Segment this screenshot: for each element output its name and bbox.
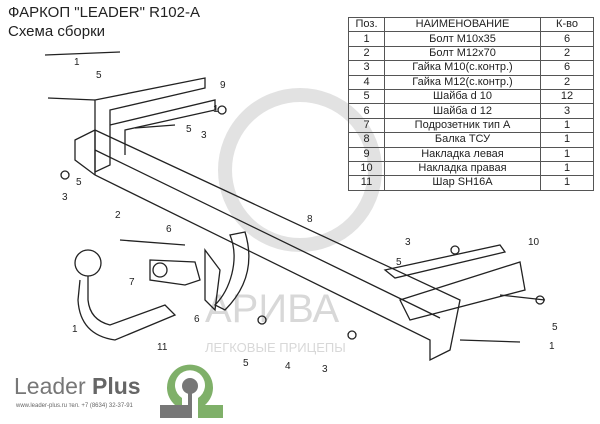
callout: 1 bbox=[74, 57, 80, 68]
name-cell: Болт М10х35 bbox=[384, 31, 541, 47]
callout: 2 bbox=[115, 210, 121, 221]
name-cell: Подрозетник тип А bbox=[384, 117, 541, 134]
column-header: НАИМЕНОВАНИЕ bbox=[384, 16, 541, 33]
name-cell: Гайка М12(с.контр.) bbox=[384, 74, 541, 90]
quantity-cell: 1 bbox=[540, 132, 594, 148]
title-text: ФАРКОП "LEADER" R102-A bbox=[8, 4, 200, 21]
quantity-cell: 12 bbox=[540, 88, 594, 105]
contact-info: www.leader-plus.ru тел. +7 (8634) 32-37-… bbox=[16, 403, 133, 409]
leader-plus-logo-mark bbox=[160, 364, 223, 418]
callout-labels: 1 5 9 5 1 3 5 3 8 2 6 7 11 10 3 5 5 1 4 … bbox=[62, 57, 558, 375]
diagram-title: ФАРКОП "LEADER" R102-A Схема сборки bbox=[8, 3, 200, 41]
callout: 5 bbox=[552, 322, 558, 333]
quantity-cell: 6 bbox=[540, 60, 594, 76]
tow-bar-beam bbox=[74, 129, 461, 362]
position-cell: 11 bbox=[348, 175, 385, 191]
bracket-left bbox=[94, 77, 206, 174]
position-cell: 6 bbox=[348, 103, 385, 119]
position-cell: 3 bbox=[348, 60, 385, 76]
quantity-cell: 1 bbox=[540, 175, 594, 191]
ball-neck bbox=[77, 276, 177, 341]
callout: 4 bbox=[285, 361, 291, 372]
quantity-cell: 1 bbox=[540, 117, 594, 134]
name-cell: Шайба d 12 bbox=[384, 103, 541, 119]
socket-plate bbox=[149, 259, 201, 286]
callout: 9 bbox=[220, 80, 226, 91]
quantity-cell: 3 bbox=[540, 103, 594, 119]
name-cell: Накладка правая bbox=[384, 160, 541, 177]
table-header-row: Поз. НАИМЕНОВАНИЕ К-во bbox=[348, 16, 594, 33]
name-cell: Накладка левая bbox=[384, 146, 541, 162]
callout: 5 bbox=[243, 358, 249, 369]
callout: 1 bbox=[213, 104, 219, 115]
position-cell: 8 bbox=[348, 132, 385, 148]
brand-light: Leader bbox=[14, 373, 93, 399]
callout: 5 bbox=[396, 257, 402, 268]
callout: 5 bbox=[96, 70, 102, 81]
watermark-name: АРИВА bbox=[205, 287, 339, 331]
name-cell: Балка ТСУ bbox=[384, 132, 541, 148]
position-cell: 5 bbox=[348, 88, 385, 105]
position-cell: 7 bbox=[348, 117, 385, 134]
callout: 11 bbox=[157, 342, 168, 353]
subtitle-text: Схема сборки bbox=[8, 23, 106, 40]
callout: 10 bbox=[528, 237, 540, 248]
column-header: Поз. bbox=[348, 16, 385, 33]
callout: 6 bbox=[194, 314, 200, 325]
parts bbox=[44, 51, 546, 362]
position-cell: 2 bbox=[348, 45, 385, 62]
name-cell: Гайка М10(с.контр.) bbox=[384, 60, 541, 76]
leader-plus-logo: Leader Plus bbox=[14, 373, 141, 400]
callout: 3 bbox=[322, 364, 328, 375]
callout: 5 bbox=[76, 177, 82, 188]
callout: 1 bbox=[72, 324, 78, 335]
watermark-tagline: ЛЕГКОВЫЕ ПРИЦЕПЫ bbox=[205, 340, 346, 355]
position-cell: 9 bbox=[348, 146, 385, 162]
callout: 6 bbox=[166, 224, 172, 235]
callout: 8 bbox=[307, 214, 313, 225]
callout: 3 bbox=[405, 237, 411, 248]
name-cell: Шар SH16A bbox=[384, 175, 541, 191]
callout: 5 bbox=[186, 124, 192, 135]
callout: 3 bbox=[201, 130, 207, 141]
quantity-cell: 2 bbox=[540, 74, 594, 90]
bracket-right bbox=[383, 244, 526, 321]
name-cell: Болт М12х70 bbox=[384, 45, 541, 62]
quantity-cell: 1 bbox=[540, 160, 594, 177]
name-cell: Шайба d 10 bbox=[384, 88, 541, 105]
position-cell: 1 bbox=[348, 31, 385, 47]
tow-ball bbox=[74, 249, 102, 277]
center-bracket bbox=[213, 231, 250, 311]
position-cell: 10 bbox=[348, 160, 385, 177]
position-cell: 4 bbox=[348, 74, 385, 90]
quantity-cell: 1 bbox=[540, 146, 594, 162]
callout: 3 bbox=[62, 192, 68, 203]
callout: 7 bbox=[129, 277, 135, 288]
column-header: К-во bbox=[540, 16, 594, 33]
quantity-cell: 6 bbox=[540, 31, 594, 47]
quantity-cell: 2 bbox=[540, 45, 594, 62]
callout: 1 bbox=[549, 341, 555, 352]
brand-bold: Plus bbox=[92, 373, 141, 399]
